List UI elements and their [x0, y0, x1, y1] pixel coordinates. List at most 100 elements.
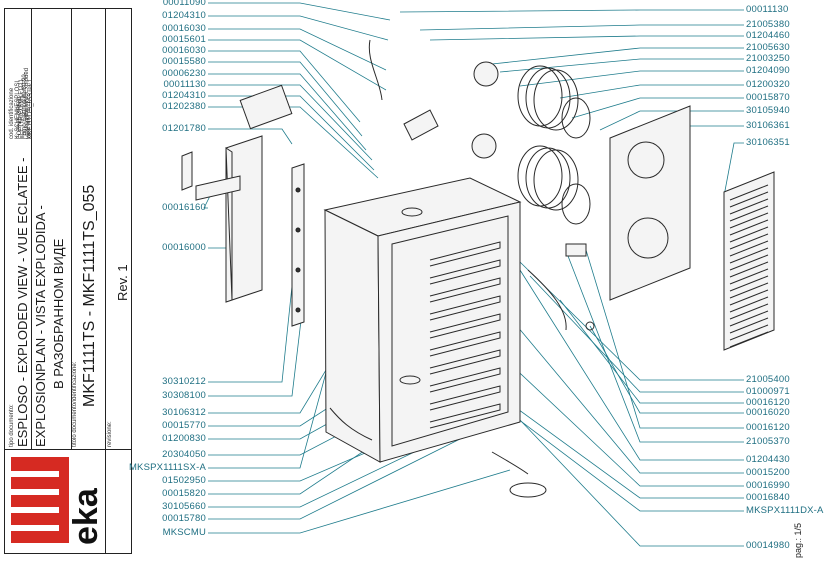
part-label-right: 00016020	[746, 407, 790, 418]
part-label-left: 01202380	[162, 101, 206, 112]
part-label-left: 01204310	[162, 10, 206, 21]
title-block: tipo documento: ESPLOSO - EXPLODED VIEW …	[4, 8, 132, 554]
leader-line	[499, 58, 744, 73]
leader-line	[208, 84, 373, 161]
side-rail	[291, 163, 305, 327]
heating-coils	[517, 65, 579, 211]
part-label-left: 30310212	[162, 376, 206, 387]
part-label-right: 01204090	[746, 65, 790, 76]
part-label-left: 01502950	[162, 475, 206, 486]
oven-rack	[429, 403, 501, 429]
leader-line	[208, 433, 471, 520]
oven-rack	[429, 277, 501, 303]
part-label-right: 00016120	[746, 397, 790, 408]
part-label-left: MKSPX1111SX-A	[128, 462, 206, 473]
part-label-left: 00006230	[162, 68, 206, 79]
part-label-left: MKSCMU	[162, 527, 206, 538]
bottom-components	[329, 243, 595, 498]
leader-line	[505, 359, 744, 487]
leader-line	[208, 73, 367, 151]
grille-slat	[729, 226, 769, 243]
part-label-left: 00011130	[163, 79, 206, 90]
part-label-left: 00016030	[162, 45, 206, 56]
grille-slat	[729, 289, 769, 306]
top-components	[181, 39, 439, 201]
part-label-left: 00015601	[162, 34, 206, 45]
leader-line	[208, 39, 387, 91]
part-label-right: 01204460	[746, 30, 790, 41]
part-label-right: 00016990	[746, 480, 790, 491]
leader-line	[208, 15, 389, 41]
part-label-right: 00015870	[746, 92, 790, 103]
part-label-right: 01200320	[746, 79, 790, 90]
grille-slat	[729, 303, 769, 320]
rear-grille	[723, 171, 775, 351]
grille-slat	[729, 261, 769, 278]
oven-rack	[429, 367, 501, 393]
part-label-right: 30106361	[746, 120, 790, 131]
leader-line	[208, 95, 375, 171]
grille-slat	[729, 268, 769, 285]
part-label-right: 21005380	[746, 19, 790, 30]
part-label-left: 00015580	[162, 56, 206, 67]
oven-rack	[429, 295, 501, 321]
leader-line	[429, 35, 744, 41]
part-label-right: 21005630	[746, 42, 790, 53]
part-label-left: 20304050	[162, 449, 206, 460]
leader-line	[208, 429, 461, 508]
grille-slat	[729, 240, 769, 257]
part-label-left: 00016030	[162, 23, 206, 34]
part-label-right: 00011130	[746, 4, 789, 15]
back-panel	[609, 105, 691, 301]
oven-rack	[429, 313, 501, 339]
page-number: pag.: 1/5	[793, 522, 803, 558]
leader-line	[497, 403, 744, 512]
leader-line	[208, 106, 379, 179]
leader-line	[499, 395, 744, 499]
grille-slat	[729, 184, 769, 201]
grille-slat	[729, 212, 769, 229]
grille-slat	[729, 205, 769, 222]
part-label-left: 00016160	[162, 202, 206, 213]
leader-line	[519, 261, 744, 381]
leader-line	[419, 24, 744, 31]
oven-cavity	[323, 177, 522, 463]
part-label-left: 00015780	[162, 513, 206, 524]
fans	[471, 61, 591, 225]
part-label-left: 00011090	[162, 0, 206, 8]
leader-line	[208, 50, 361, 123]
grille-slat	[729, 254, 769, 271]
grille-slat	[729, 275, 769, 292]
left-side-panel	[225, 135, 263, 303]
part-label-right: 21005400	[746, 374, 790, 385]
oven-rack	[429, 385, 501, 411]
part-label-right: MKSPX1111DX-A	[746, 505, 824, 516]
leader-line	[208, 28, 387, 71]
part-label-right: 00015200	[746, 467, 790, 478]
part-label-left: 01201780	[162, 123, 206, 134]
leader-line	[491, 47, 744, 65]
grille-slat	[729, 296, 769, 313]
leader-line	[399, 9, 744, 13]
leader-line	[571, 97, 744, 119]
part-label-left: 30308100	[162, 390, 206, 401]
part-label-left: 00016000	[162, 242, 206, 253]
grille-slat	[729, 310, 769, 327]
logo-text: eka	[67, 487, 105, 545]
part-label-right: 01204430	[746, 454, 790, 465]
part-label-left: 01200830	[162, 433, 206, 444]
oven-rack	[429, 331, 501, 357]
oven-rack	[429, 349, 501, 375]
leader-line	[723, 142, 744, 197]
leader-line	[208, 128, 293, 145]
part-label-left: 00015770	[162, 420, 206, 431]
part-label-right: 00014980	[746, 540, 790, 551]
leader-line	[208, 469, 511, 534]
leader-line	[208, 2, 391, 21]
eka-logo: eka	[5, 449, 105, 553]
leader-line	[519, 269, 744, 461]
grille-slat	[729, 324, 769, 341]
part-label-left: 00015820	[162, 488, 206, 499]
